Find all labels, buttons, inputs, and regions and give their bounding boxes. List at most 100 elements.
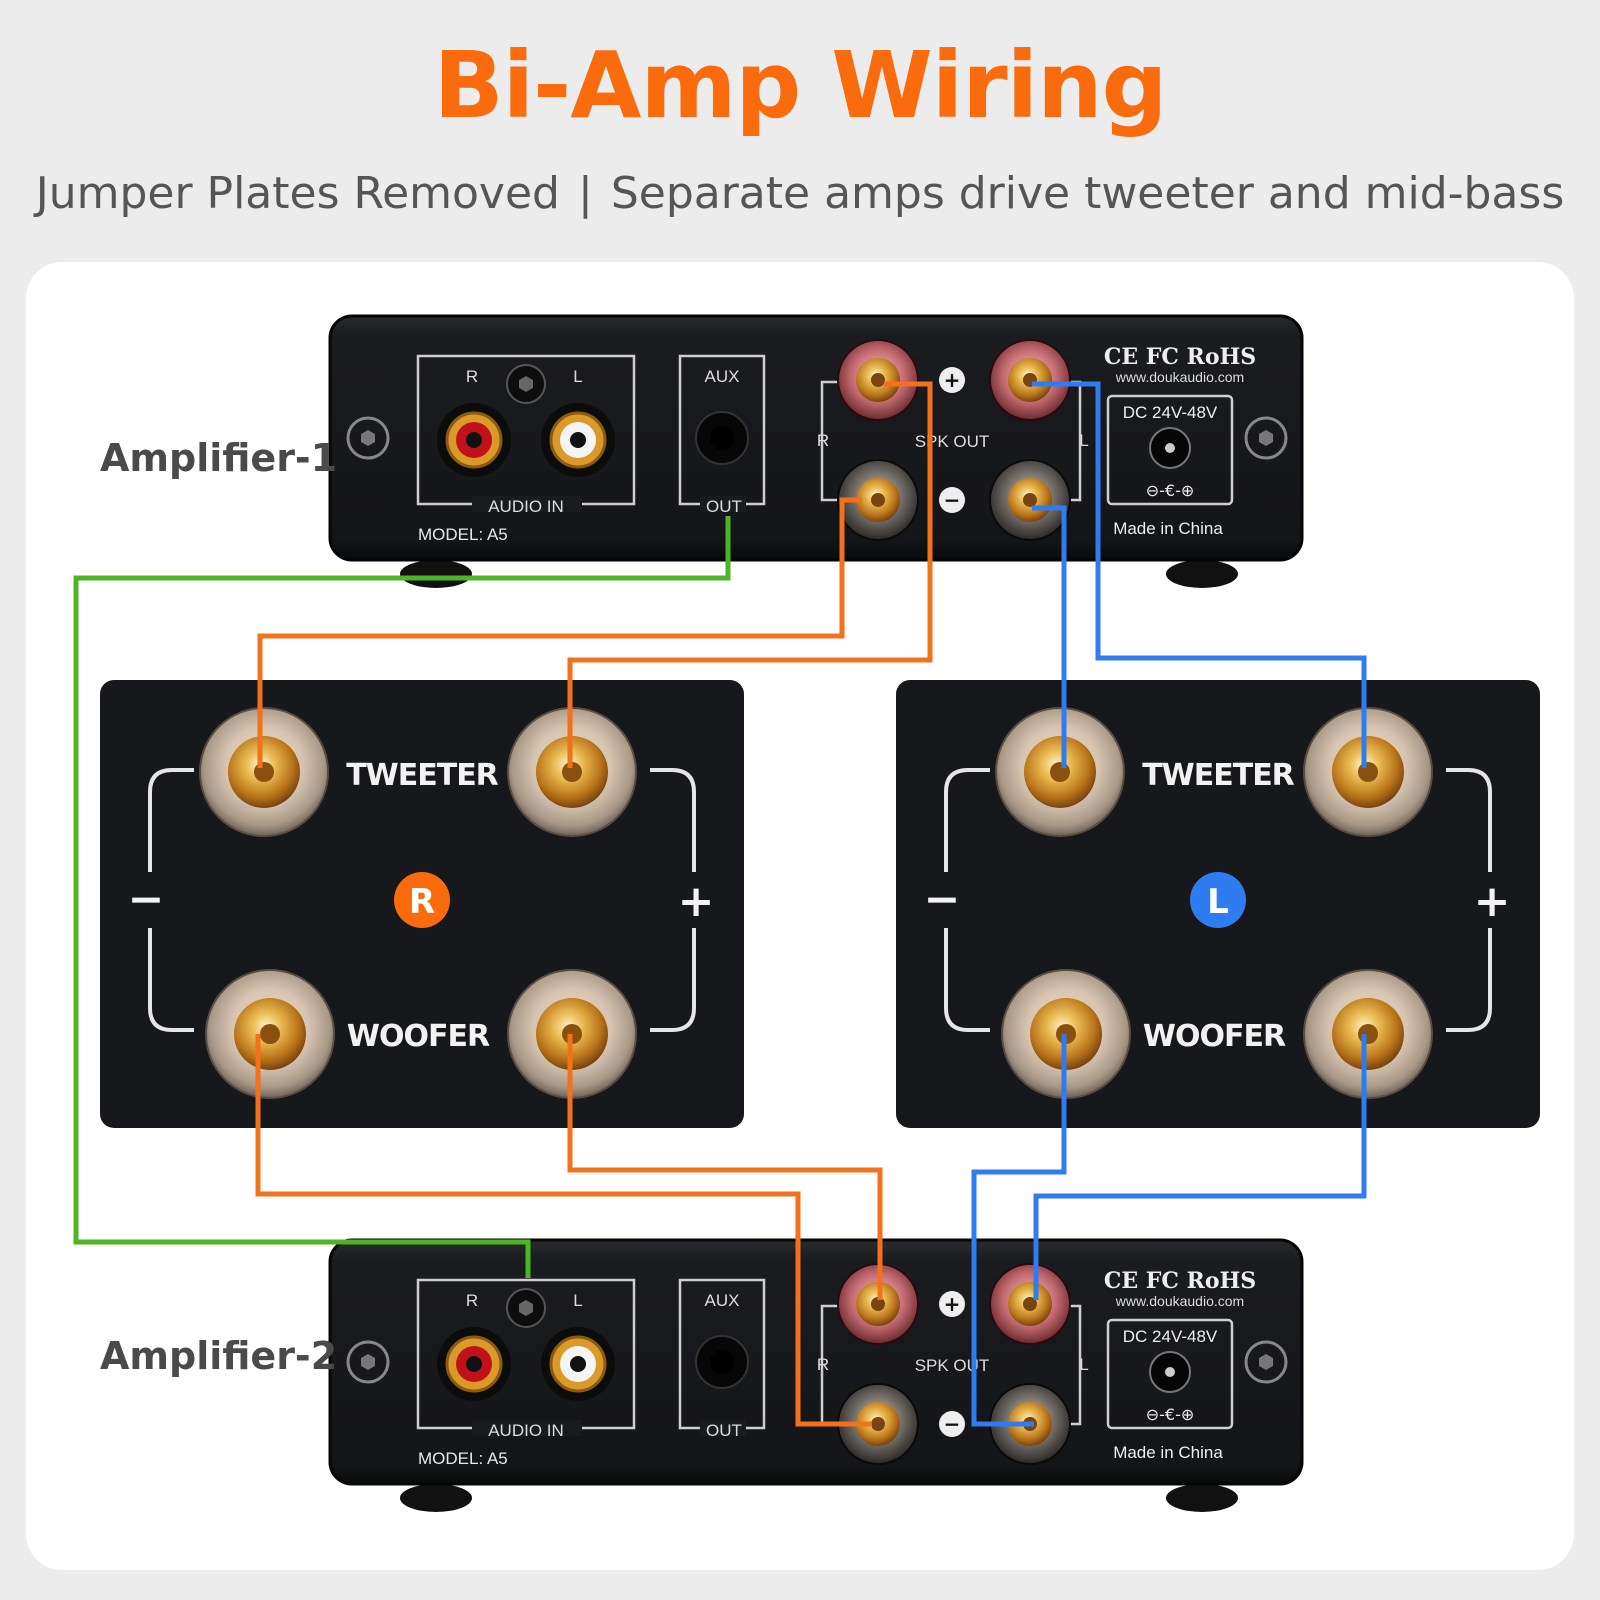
amp1-audio-in-label: AUDIO IN bbox=[488, 497, 564, 516]
speaker-r-tweeter-plus-post bbox=[507, 707, 637, 837]
amp2-rca-right-jack bbox=[437, 1327, 511, 1401]
speaker-r-outline bbox=[148, 768, 696, 1032]
amp1-dc-jack bbox=[1149, 427, 1191, 469]
amp1-screw-right bbox=[1244, 416, 1288, 460]
amp2-model-label: MODEL: A5 bbox=[418, 1449, 508, 1468]
amp2-minus-symbol: − bbox=[939, 1411, 965, 1437]
svg-text:R: R bbox=[409, 882, 435, 922]
amp1-spk-r-label: R bbox=[817, 431, 829, 450]
speaker-l-plus-symbol: + bbox=[1474, 876, 1511, 927]
wire-blue-amp1-l-plus-to-tweeter-plus bbox=[1032, 381, 1367, 768]
subtitle-right: Separate amps drive tweeter and mid-bass bbox=[610, 168, 1565, 219]
speaker-r-woofer-label: WOOFER bbox=[347, 1019, 490, 1054]
amp1-foot-left bbox=[400, 560, 472, 588]
amp2-r-plus-post bbox=[837, 1263, 919, 1345]
amp2-foot-left bbox=[400, 1484, 472, 1512]
amp2-made-in: Made in China bbox=[1113, 1443, 1223, 1462]
subtitle-separator: | bbox=[577, 168, 593, 219]
speaker-r-badge: R bbox=[394, 872, 450, 928]
amp2-spk-r-label: R bbox=[817, 1355, 829, 1374]
wire-orange-woofer-plus-to-amp2-r-plus bbox=[567, 1034, 883, 1300]
page-subtitle: Jumper Plates Removed | Separate amps driv… bbox=[0, 168, 1600, 219]
amplifier-2-back-panel: R L AUDIO IN MODEL: A5 AUX OUT R L SPK O… bbox=[328, 1238, 1304, 1512]
page-title: Bi-Amp Wiring bbox=[433, 32, 1167, 139]
amp2-spk-l-label: L bbox=[1079, 1355, 1088, 1374]
amp1-minus-symbol: − bbox=[939, 487, 965, 513]
amp2-aux-out-jack bbox=[695, 1335, 749, 1389]
speaker-r-tweeter-minus-post bbox=[199, 707, 329, 837]
speaker-left-terminal-plate: − + TWEETER WOOFER L bbox=[896, 680, 1540, 1128]
amp1-spk-out-label: SPK OUT bbox=[915, 432, 990, 451]
amp1-screw-left bbox=[346, 416, 390, 460]
amp1-dc-label: DC 24V-48V bbox=[1123, 403, 1218, 422]
amp2-l-label: L bbox=[573, 1291, 582, 1310]
amp2-foot-right bbox=[1166, 1484, 1238, 1512]
amp1-spk-l-label: L bbox=[1079, 431, 1088, 450]
speaker-r-tweeter-label: TWEETER bbox=[346, 758, 498, 793]
speaker-r-minus-symbol: − bbox=[128, 874, 165, 925]
speaker-r-woofer-minus-post bbox=[205, 969, 335, 1099]
speaker-l-tweeter-label: TWEETER bbox=[1142, 758, 1294, 793]
amp1-website: www.doukaudio.com bbox=[1115, 369, 1244, 385]
subtitle-left: Jumper Plates Removed bbox=[35, 168, 560, 219]
wires bbox=[73, 381, 1367, 1427]
amp1-out-label: OUT bbox=[706, 497, 742, 516]
amp1-foot-right bbox=[1166, 560, 1238, 588]
wire-blue-woofer-minus-to-amp2-l-minus bbox=[971, 1034, 1067, 1427]
wire-blue-woofer-plus-to-amp2-l-plus bbox=[1033, 1034, 1367, 1300]
amp2-screw-left bbox=[346, 1340, 390, 1384]
amp1-rca-left-jack bbox=[541, 403, 615, 477]
amp2-out-label: OUT bbox=[706, 1421, 742, 1440]
amp1-model-label: MODEL: A5 bbox=[418, 525, 508, 544]
speaker-l-tweeter-minus-post bbox=[995, 707, 1125, 837]
wire-orange-amp1-r-minus-to-tweeter-minus bbox=[257, 497, 862, 768]
amp1-r-minus-post bbox=[837, 459, 919, 541]
amp1-rca-right-jack bbox=[437, 403, 511, 477]
wire-orange-woofer-minus-to-amp2-r-minus bbox=[255, 1034, 872, 1427]
amp1-l-minus-post bbox=[989, 459, 1071, 541]
amp1-aux-label: AUX bbox=[705, 367, 740, 386]
amp1-l-plus-post bbox=[989, 339, 1071, 421]
amp2-spk-out-label: SPK OUT bbox=[915, 1356, 990, 1375]
svg-text:L: L bbox=[1207, 882, 1229, 922]
amp1-ground-screw bbox=[506, 364, 546, 404]
amp2-dc-box bbox=[1106, 1318, 1234, 1430]
speaker-l-badge: L bbox=[1190, 872, 1246, 928]
amplifier-1-label: Amplifier-1 bbox=[100, 436, 338, 480]
amp2-l-plus-post bbox=[989, 1263, 1071, 1345]
speaker-right-terminal-plate: − + TWEETER WOOFER R bbox=[100, 680, 744, 1128]
amp1-l-label: L bbox=[573, 367, 582, 386]
amp2-r-label: R bbox=[466, 1291, 478, 1310]
amp2-dc-jack bbox=[1149, 1351, 1191, 1393]
amp2-website: www.doukaudio.com bbox=[1115, 1293, 1244, 1309]
svg-text:+: + bbox=[944, 368, 961, 392]
amp2-screw-right bbox=[1244, 1340, 1288, 1384]
amp1-cert-marks: CE FC RoHS bbox=[1104, 344, 1256, 370]
svg-text:+: + bbox=[944, 1292, 961, 1316]
speaker-l-minus-symbol: − bbox=[924, 874, 961, 925]
amplifier-1-back-panel: R L AUDIO IN MODEL: A5 AUX OUT R L SPK O… bbox=[328, 314, 1304, 588]
speaker-l-woofer-label: WOOFER bbox=[1143, 1019, 1286, 1054]
wire-green-aux-link bbox=[73, 516, 731, 1278]
amp1-dc-box bbox=[1106, 394, 1234, 506]
speaker-l-woofer-plus-post bbox=[1303, 969, 1433, 1099]
wire-blue-amp1-l-minus-to-tweeter-minus bbox=[1032, 505, 1067, 768]
amp1-dc-polarity: ⊖-€-⊕ bbox=[1146, 481, 1195, 500]
speaker-l-tweeter-plus-post bbox=[1303, 707, 1433, 837]
amp2-plus-symbol: + bbox=[939, 1291, 965, 1317]
svg-text:−: − bbox=[944, 1412, 961, 1436]
amplifier-2-label: Amplifier-2 bbox=[100, 1334, 338, 1378]
amp2-dc-label: DC 24V-48V bbox=[1123, 1327, 1218, 1346]
amp2-audio-in-label: AUDIO IN bbox=[488, 1421, 564, 1440]
amp2-cert-marks: CE FC RoHS bbox=[1104, 1268, 1256, 1294]
amp2-dc-polarity: ⊖-€-⊕ bbox=[1146, 1405, 1195, 1424]
amp1-aux-out-jack bbox=[695, 411, 749, 465]
amp1-plus-symbol: + bbox=[939, 367, 965, 393]
speaker-l-outline bbox=[944, 768, 1492, 1032]
amp2-ground-screw bbox=[506, 1288, 546, 1328]
amp1-r-label: R bbox=[466, 367, 478, 386]
wire-orange-amp1-r-plus-to-tweeter-plus bbox=[567, 381, 933, 768]
amp1-r-plus-post bbox=[837, 339, 919, 421]
